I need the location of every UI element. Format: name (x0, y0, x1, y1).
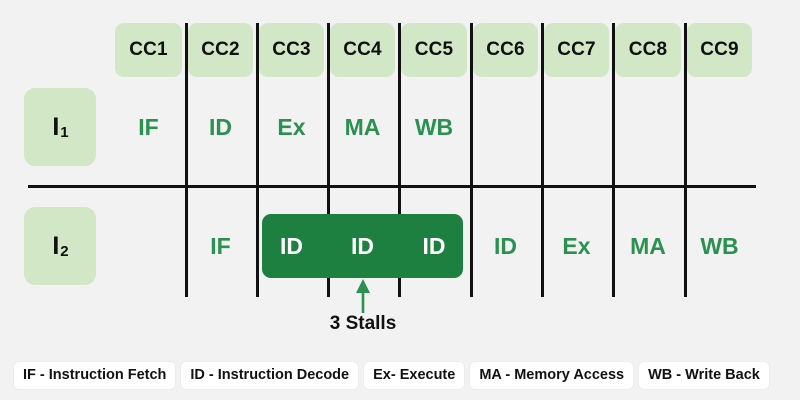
stage-cell-i2-cc7: Ex (562, 232, 591, 259)
legend-item-if: IF - Instruction Fetch (14, 362, 176, 389)
stage-cell-i2-cc5: ID (422, 232, 446, 259)
instruction-label-i1-subscript: 1 (60, 123, 69, 141)
stage-cell-i1-cc3: Ex (277, 113, 306, 140)
stall-highlight-block (262, 214, 463, 278)
stage-cell-i1-cc5: WB (414, 113, 454, 140)
stage-cell-i2-cc9: WB (700, 232, 739, 259)
stage-cell-i2-cc8: MA (630, 232, 666, 259)
legend-item-ex: Ex- Execute (364, 362, 465, 389)
cycle-chip-cc8: CC8 (615, 23, 681, 77)
column-divider-3 (327, 23, 330, 297)
legend-item-ma: MA - Memory Access (470, 362, 634, 389)
row-divider-line (28, 185, 756, 188)
stage-cell-i1-cc1: IF (138, 113, 159, 140)
column-divider-7 (612, 23, 615, 297)
instruction-label-i2-subscript: 2 (60, 242, 69, 260)
legend-item-id: ID - Instruction Decode (181, 362, 359, 389)
instruction-label-i1-text: I (52, 112, 60, 141)
column-divider-6 (541, 23, 544, 297)
cycle-chip-cc1: CC1 (115, 23, 182, 77)
column-divider-4 (398, 23, 401, 297)
stall-caption: 3 Stalls (329, 313, 397, 334)
stage-cell-i1-cc2: ID (209, 113, 232, 140)
stage-cell-i2-cc6: ID (494, 232, 517, 259)
cycle-chip-cc6: CC6 (473, 23, 538, 77)
cycle-chip-cc9: CC9 (687, 23, 752, 77)
stage-cell-i1-cc4: MA (344, 113, 381, 140)
cycle-chip-cc7: CC7 (544, 23, 609, 77)
up-arrow-icon (356, 279, 370, 313)
column-divider-2 (256, 23, 259, 297)
stage-cell-i2-cc4: ID (351, 232, 374, 259)
legend-item-wb: WB - Write Back (639, 362, 769, 389)
column-divider-1 (185, 23, 188, 297)
stage-cell-i2-cc3: ID (280, 232, 303, 259)
column-divider-8 (684, 23, 687, 297)
column-divider-5 (470, 23, 473, 297)
cycle-chip-cc2: CC2 (188, 23, 253, 77)
cycle-chip-cc5: CC5 (401, 23, 467, 77)
cycle-chip-cc3: CC3 (259, 23, 324, 77)
stage-cell-i2-cc2: IF (210, 232, 231, 259)
cycle-chip-cc4: CC4 (330, 23, 395, 77)
instruction-label-i2-text: I (52, 231, 60, 260)
